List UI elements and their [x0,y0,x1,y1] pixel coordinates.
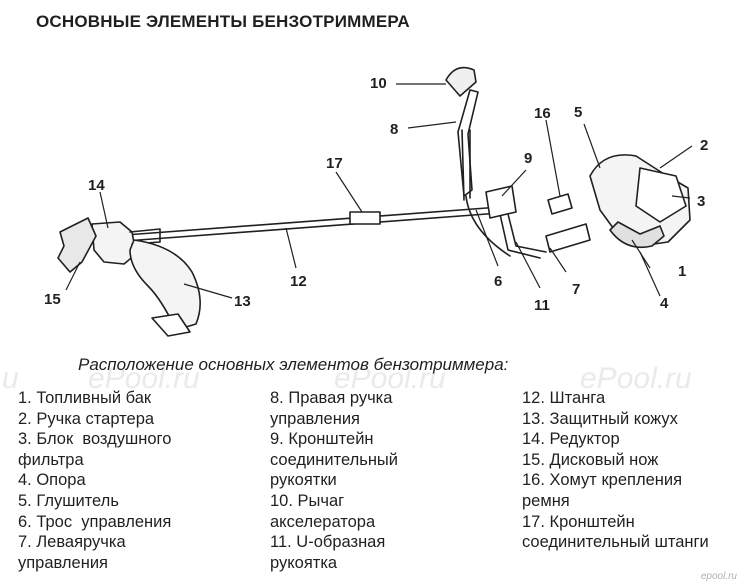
left-handle [545,223,591,253]
accelerator-lever [445,66,477,97]
watermark: u [2,362,19,395]
legend-line: рукоятка [270,553,338,572]
legend-line: 10. Рычаг [270,491,345,510]
gear-reducer [91,221,137,265]
legend-line: 11. U-образная [270,533,386,552]
legend-line: управления [18,553,108,572]
watermark-corner: epool.ru [700,571,737,582]
legend-line: 16. Хомут крепления [522,471,683,490]
legend-line: акселератора [270,512,376,531]
callout-14: 14 [88,177,105,194]
watermark: ePool.ru [580,362,692,395]
callout-6: 6 [494,273,502,290]
callout-8: 8 [390,121,398,138]
legend-line: 1. Топливный бак [18,389,152,407]
legend-line: 15. Дисковый нож [522,450,659,469]
page-title: ОСНОВНЫЕ ЭЛЕМЕНТЫ БЕНЗОТРИММЕРА [36,12,410,31]
legend-line: соединительный [270,450,399,469]
callout-11: 11 [534,297,550,314]
fuel-tank [609,221,665,249]
legend-line: фильтра [18,450,84,469]
handle-bracket [485,185,517,219]
legend-line: 6. Трос управления [18,512,172,531]
callout-17: 17 [326,155,343,172]
legend-column-2: 8. Правая ручка управления 9. Кронштейн … [270,388,398,573]
legend-line: 8. Правая ручка [270,389,393,407]
callout-12: 12 [290,273,307,290]
legend-line: 14. Редуктор [522,430,620,449]
callout-9: 9 [524,150,532,167]
callout-16: 16 [534,105,551,122]
callout-1: 1 [678,263,686,280]
belt-clamp [547,193,573,215]
control-cable [465,195,511,257]
callout-7: 7 [572,281,580,298]
legend-line: управления [270,409,360,428]
watermark: ePool.ru [334,362,446,395]
callout-2: 2 [700,137,708,154]
callout-10: 10 [370,75,387,92]
legend-column-1: 1. Топливный бак 2. Ручка стартера 3. Бл… [18,388,171,573]
shaft [111,206,501,243]
caption: Расположение основных элементов бензотри… [78,355,509,374]
legend-line: 3. Блок воздушного [18,430,172,449]
callout-3: 3 [697,193,705,210]
callout-4: 4 [660,295,669,312]
u-handle [499,205,547,259]
legend-line: 2. Ручка стартера [18,409,155,428]
watermark: ePool.ru [88,362,200,395]
callout-15: 15 [44,291,61,308]
legend-line: 9. Кронштейн [270,430,374,449]
legend-line: 13. Защитный кожух [522,409,678,428]
trimmer-diagram: 1 2 3 4 5 6 7 8 9 10 11 12 13 14 15 16 1… [44,66,708,337]
legend-line: 17. Кронштейн [522,512,635,531]
legend-line: соединительный штанги [522,533,709,552]
shaft-bracket [349,211,381,225]
legend-line: 12. Штанга [522,389,606,407]
legend-line: 5. Глушитель [18,491,119,510]
legend-line: 7. Леваяручка [18,533,126,552]
legend-line: 4. Опора [18,471,86,490]
handle-post [457,89,479,197]
legend-column-3: 12. Штанга 13. Защитный кожух 14. Редукт… [522,388,709,553]
legend-line: ремня [522,491,570,510]
disc-blade [57,217,97,273]
legend-line: рукоятки [270,471,337,490]
callout-5: 5 [574,104,582,121]
callout-13: 13 [234,293,251,310]
